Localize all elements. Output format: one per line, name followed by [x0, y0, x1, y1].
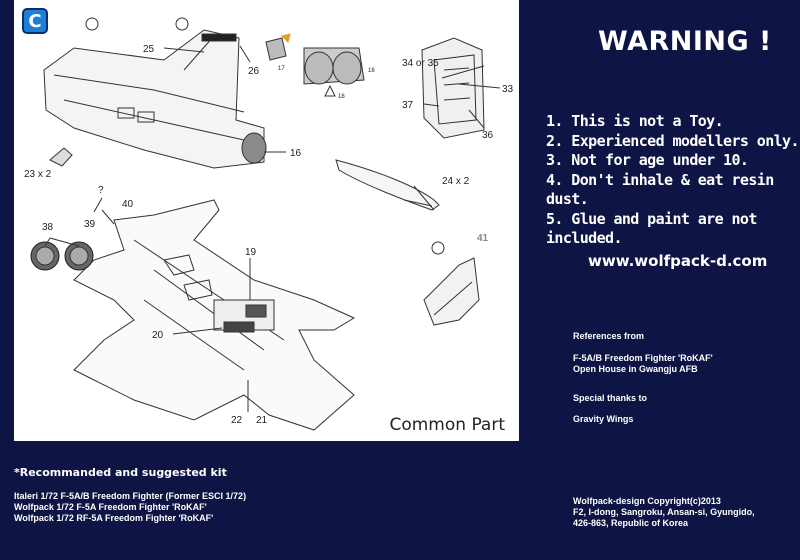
reference-line-2: Open House in Gwangju AFB — [573, 364, 698, 374]
part-label-23: 23 x 2 — [24, 169, 52, 180]
rule-item: 5. Glue and paint are not included. — [546, 209, 757, 248]
part-label-33: 33 — [502, 84, 514, 95]
part-label-18: 18 — [338, 94, 345, 100]
rule-item: 3. Not for age under 10. — [546, 151, 749, 169]
part-label-41: 41 — [477, 233, 489, 244]
website-link[interactable]: www.wolfpack-d.com — [588, 252, 768, 270]
part-label-26: 26 — [248, 66, 260, 77]
warning-title: WARNING ! — [598, 26, 772, 57]
reference-line-1: F-5A/B Freedom Fighter 'RoKAF' — [573, 353, 713, 363]
thanks-heading: Special thanks to — [573, 393, 648, 403]
rule-item: 1. This is not a Toy. — [546, 112, 724, 130]
kits-list: Italeri 1/72 F-5A/B Freedom Fighter (For… — [14, 491, 246, 524]
kit-item: Italeri 1/72 F-5A/B Freedom Fighter (For… — [14, 491, 247, 501]
assembly-drawing — [30, 17, 501, 431]
part-label-34-35: 34 or 35 — [402, 58, 439, 69]
references-heading: References from — [573, 331, 645, 341]
address-line: 426-863, Republic of Korea — [573, 518, 689, 528]
part-label-22: 22 — [231, 415, 243, 426]
rule-item: 2. Experienced modellers only. — [546, 131, 800, 150]
instruction-panel: C — [14, 0, 519, 441]
copyright-line: Wolfpack-design Copyright(c)2013 — [573, 496, 721, 506]
part-label-36: 36 — [482, 130, 494, 141]
thanks-name: Gravity Wings — [573, 414, 634, 424]
part-label-17: 17 — [278, 66, 285, 72]
part-label-39: 39 — [84, 219, 96, 230]
warning-rules: 1. This is not a Toy. 2. Experienced mod… — [546, 112, 800, 249]
part-label-38: 38 — [42, 222, 54, 233]
kit-item: Wolfpack 1/72 F-5A Freedom Fighter 'RoKA… — [14, 502, 207, 512]
rule-item: 4. Don't inhale & eat resin dust. — [546, 170, 774, 209]
part-label-16: 16 — [290, 148, 302, 159]
section-title: Common Part — [389, 415, 505, 435]
part-label-19: 19 — [245, 247, 257, 258]
copyright-block: Wolfpack-design Copyright(c)2013 F2, I-d… — [573, 496, 755, 529]
question-mark: ? — [98, 185, 104, 196]
part-label-37: 37 — [402, 100, 414, 111]
part-label-24: 24 x 2 — [442, 176, 470, 187]
part-label-40: 40 — [122, 199, 134, 210]
part-label-20: 20 — [152, 330, 164, 341]
address-line: F2, I-dong, Sangroku, Ansan-si, Gyungido… — [573, 507, 755, 517]
kits-heading: *Recommanded and suggested kit — [14, 466, 227, 479]
part-label-16-small: 16 — [368, 68, 375, 74]
section-badge: C — [22, 8, 48, 34]
kit-item: Wolfpack 1/72 RF-5A Freedom Fighter 'RoK… — [14, 513, 214, 523]
part-label-21: 21 — [256, 415, 268, 426]
part-label-25: 25 — [143, 44, 155, 55]
